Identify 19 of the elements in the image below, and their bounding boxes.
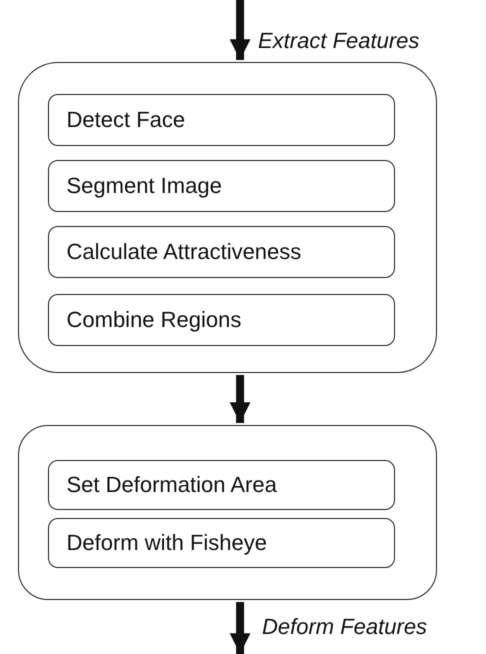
process-box [48, 518, 394, 568]
process-box [48, 294, 394, 346]
step-label: Deform with Fisheye [66, 530, 268, 556]
process-box [48, 94, 394, 146]
step-label: Calculate Attractiveness [66, 238, 302, 264]
step-label: Combine Regions [66, 306, 242, 332]
arrow [230, 375, 250, 423]
group-box [18, 425, 437, 600]
arrow [230, 0, 250, 60]
process-box [48, 160, 394, 212]
step-label: Set Deformation Area [66, 472, 277, 498]
group-box [18, 62, 437, 373]
step-label: Detect Face [66, 106, 186, 132]
edge-label: Deform Features [262, 614, 428, 640]
step-label: Segment Image [66, 172, 222, 198]
edge-label: Extract Features [258, 28, 420, 54]
arrow [230, 602, 250, 654]
process-box [48, 226, 394, 278]
process-box [48, 460, 394, 510]
